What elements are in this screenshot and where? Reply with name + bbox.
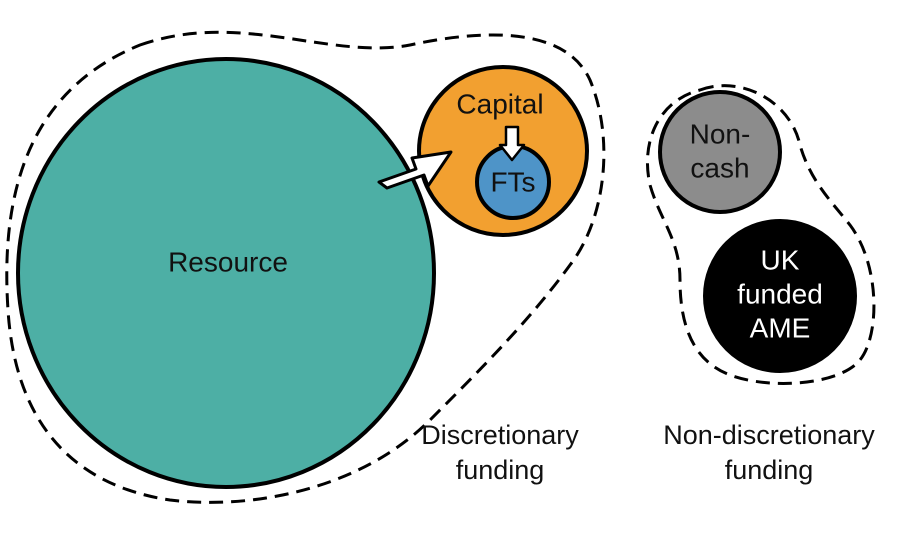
discretionary-caption-line2: funding: [456, 455, 545, 485]
discretionary-caption-line1: Discretionary: [421, 420, 579, 450]
capital-to-fts-arrow-icon: [498, 125, 526, 162]
discretionary-funding-boundary: [5, 30, 606, 504]
non-cash-node: Non- cash: [658, 90, 782, 214]
resource-circle: [16, 57, 436, 489]
resource-label: Resource: [168, 246, 288, 277]
uk-funded-ame-label-line2: funded: [737, 278, 823, 309]
discretionary-funding-caption: Discretionary funding: [421, 420, 579, 485]
non-cash-circle: [658, 90, 782, 214]
uk-funded-ame-circle: [703, 219, 857, 373]
resource-node: Resource: [16, 57, 436, 489]
uk-funded-ame-label-line3: AME: [750, 312, 811, 343]
non-cash-label-line1: Non-: [690, 118, 751, 149]
non-discretionary-funding-caption: Non-discretionary funding: [663, 420, 875, 485]
capital-label: Capital: [456, 88, 543, 119]
non-discretionary-caption-line1: Non-discretionary: [663, 420, 875, 450]
non-discretionary-caption-line2: funding: [725, 455, 814, 485]
non-discretionary-funding-boundary: [645, 84, 876, 385]
non-cash-label-line2: cash: [690, 152, 749, 183]
fts-label: FTs: [490, 166, 535, 197]
uk-funded-ame-label-line1: UK: [761, 244, 800, 275]
uk-funded-ame-node: UK funded AME: [703, 219, 857, 373]
resource-to-capital-arrow-icon: [377, 150, 453, 190]
